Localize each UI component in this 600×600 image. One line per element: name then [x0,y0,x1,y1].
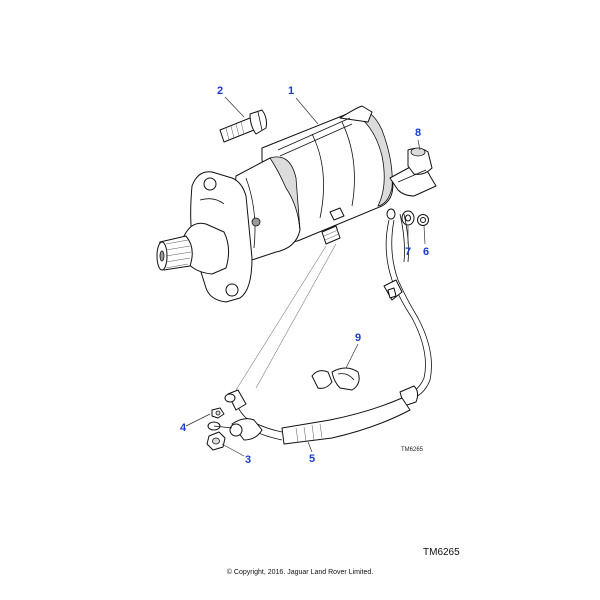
cable-bracket [389,147,437,197]
drawing-ref-small: TM6265 [401,447,424,453]
callout-labels: 1 2 8 7 6 9 4 3 5 [180,85,429,466]
callout-2: 2 [217,85,223,97]
callout-9: 9 [355,332,361,344]
harness-clip [311,367,360,391]
large-nut [206,431,226,451]
callout-6: 6 [423,246,429,258]
starter-cable [207,208,432,445]
callout-1: 1 [288,85,294,97]
mounting-bolt [219,109,267,143]
starter-motor [156,105,394,303]
callout-4: 4 [180,422,187,434]
terminal-washer [401,210,415,226]
leader-lines [185,96,426,457]
drawing-reference: TM6265 [423,547,460,558]
small-nut [211,407,225,419]
callout-7: 7 [405,246,411,258]
copyright-notice: © Copyright, 2016. Jaguar Land Rover Lim… [226,569,374,576]
callout-8: 8 [415,127,421,139]
callout-5: 5 [309,453,315,465]
callout-3: 3 [245,454,251,466]
terminal-nut [417,214,429,226]
